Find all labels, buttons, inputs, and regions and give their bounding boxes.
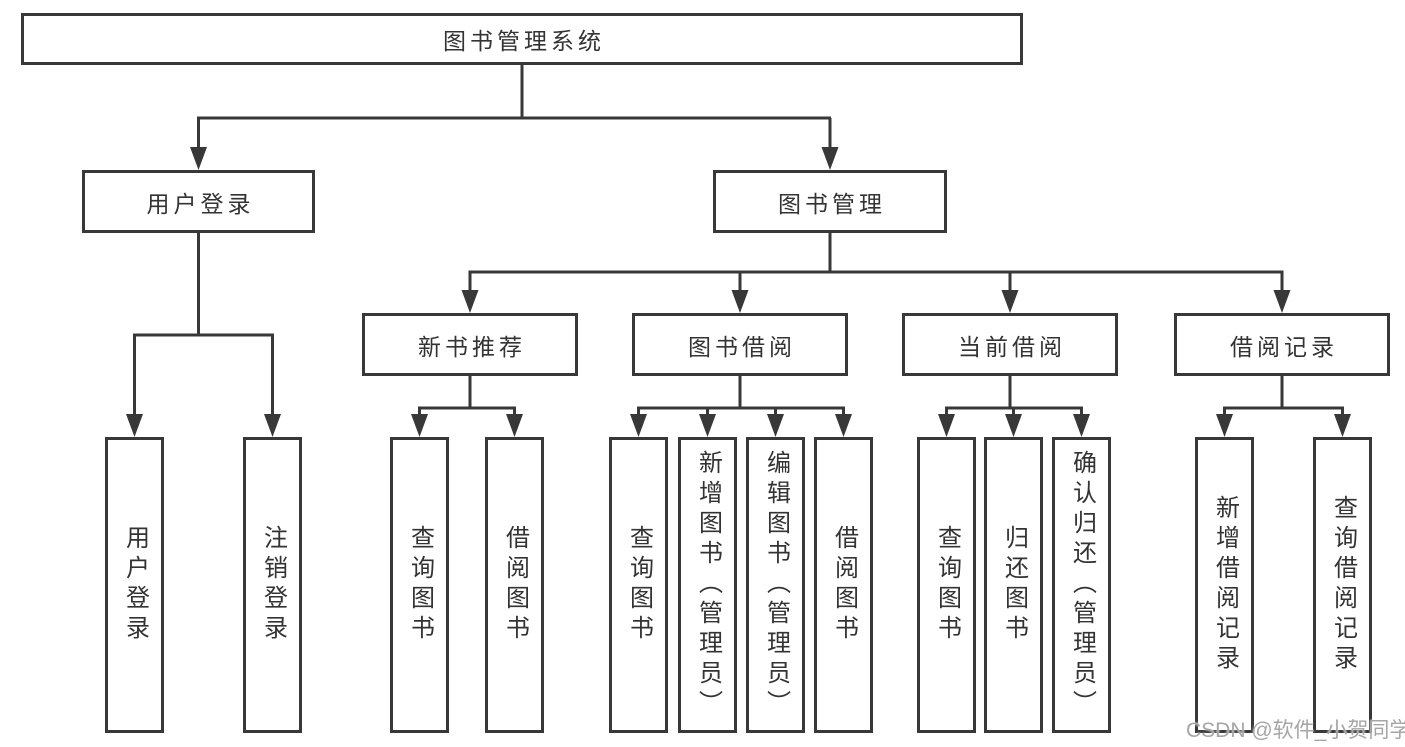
node-new-book-recommend: 新书推荐	[362, 313, 578, 376]
node-label: 查询图书	[933, 525, 961, 645]
node-root-library-management-system: 图书管理系统	[21, 13, 1023, 65]
leaf-return-books: 归还图书	[984, 437, 1043, 733]
leaf-query-books-3: 查询图书	[917, 437, 976, 733]
leaf-edit-books-admin: 编辑图书（管理员）	[746, 437, 805, 733]
node-label: 用户登录	[146, 190, 255, 217]
leaf-logout: 注销登录	[243, 437, 302, 733]
connector-lines-book-borrow	[637, 376, 845, 429]
connector-lines-borrow-record	[1223, 376, 1344, 429]
leaf-user-login: 用户登录	[105, 437, 164, 733]
leaf-query-borrow-record: 查询借阅记录	[1313, 437, 1372, 733]
node-label: 新增图书（管理员）	[694, 450, 722, 720]
node-label: 归还图书	[1000, 525, 1028, 645]
node-label: 新书推荐	[418, 333, 526, 360]
node-label: 图书借阅	[688, 333, 796, 360]
connector-lines-new-book	[418, 376, 516, 429]
node-label: 当前借阅	[958, 333, 1066, 360]
connector-lines-root	[197, 65, 832, 162]
node-label: 借阅图书	[830, 525, 858, 645]
node-label: 确认归还（管理员）	[1068, 450, 1096, 720]
leaf-query-books-2: 查询图书	[609, 437, 668, 733]
node-label: 借阅图书	[501, 525, 529, 645]
node-label: 查询图书	[625, 525, 653, 645]
csdn-watermark: CSDN @软件_小贺同学	[1186, 719, 1405, 742]
node-label: 借阅记录	[1230, 333, 1338, 360]
node-label: 查询图书	[406, 525, 434, 645]
node-book-management: 图书管理	[713, 170, 947, 233]
leaf-confirm-return-admin: 确认归还（管理员）	[1052, 437, 1111, 733]
node-label: 编辑图书（管理员）	[762, 450, 790, 720]
leaf-borrow-books-1: 借阅图书	[485, 437, 544, 733]
node-label: 图书管理系统	[443, 28, 605, 54]
connector-lines-user-login	[133, 233, 274, 429]
leaf-add-borrow-record: 新增借阅记录	[1195, 437, 1254, 733]
connector-lines-book-management	[468, 233, 1284, 305]
node-label: 新增借阅记录	[1211, 495, 1239, 675]
connectors	[133, 65, 1344, 429]
node-label: 用户登录	[121, 525, 149, 645]
arrowheads	[126, 147, 1351, 437]
node-label: 图书管理	[778, 190, 886, 217]
leaf-borrow-books-2: 借阅图书	[814, 437, 873, 733]
node-user-login: 用户登录	[82, 170, 315, 233]
leaf-add-books-admin: 新增图书（管理员）	[678, 437, 737, 733]
leaf-query-books-1: 查询图书	[390, 437, 449, 733]
node-label: 注销登录	[259, 525, 287, 645]
node-borrowing-records: 借阅记录	[1174, 313, 1390, 376]
node-book-borrowing: 图书借阅	[632, 313, 848, 376]
node-current-borrowing: 当前借阅	[902, 313, 1118, 376]
node-label: 查询借阅记录	[1329, 495, 1357, 675]
